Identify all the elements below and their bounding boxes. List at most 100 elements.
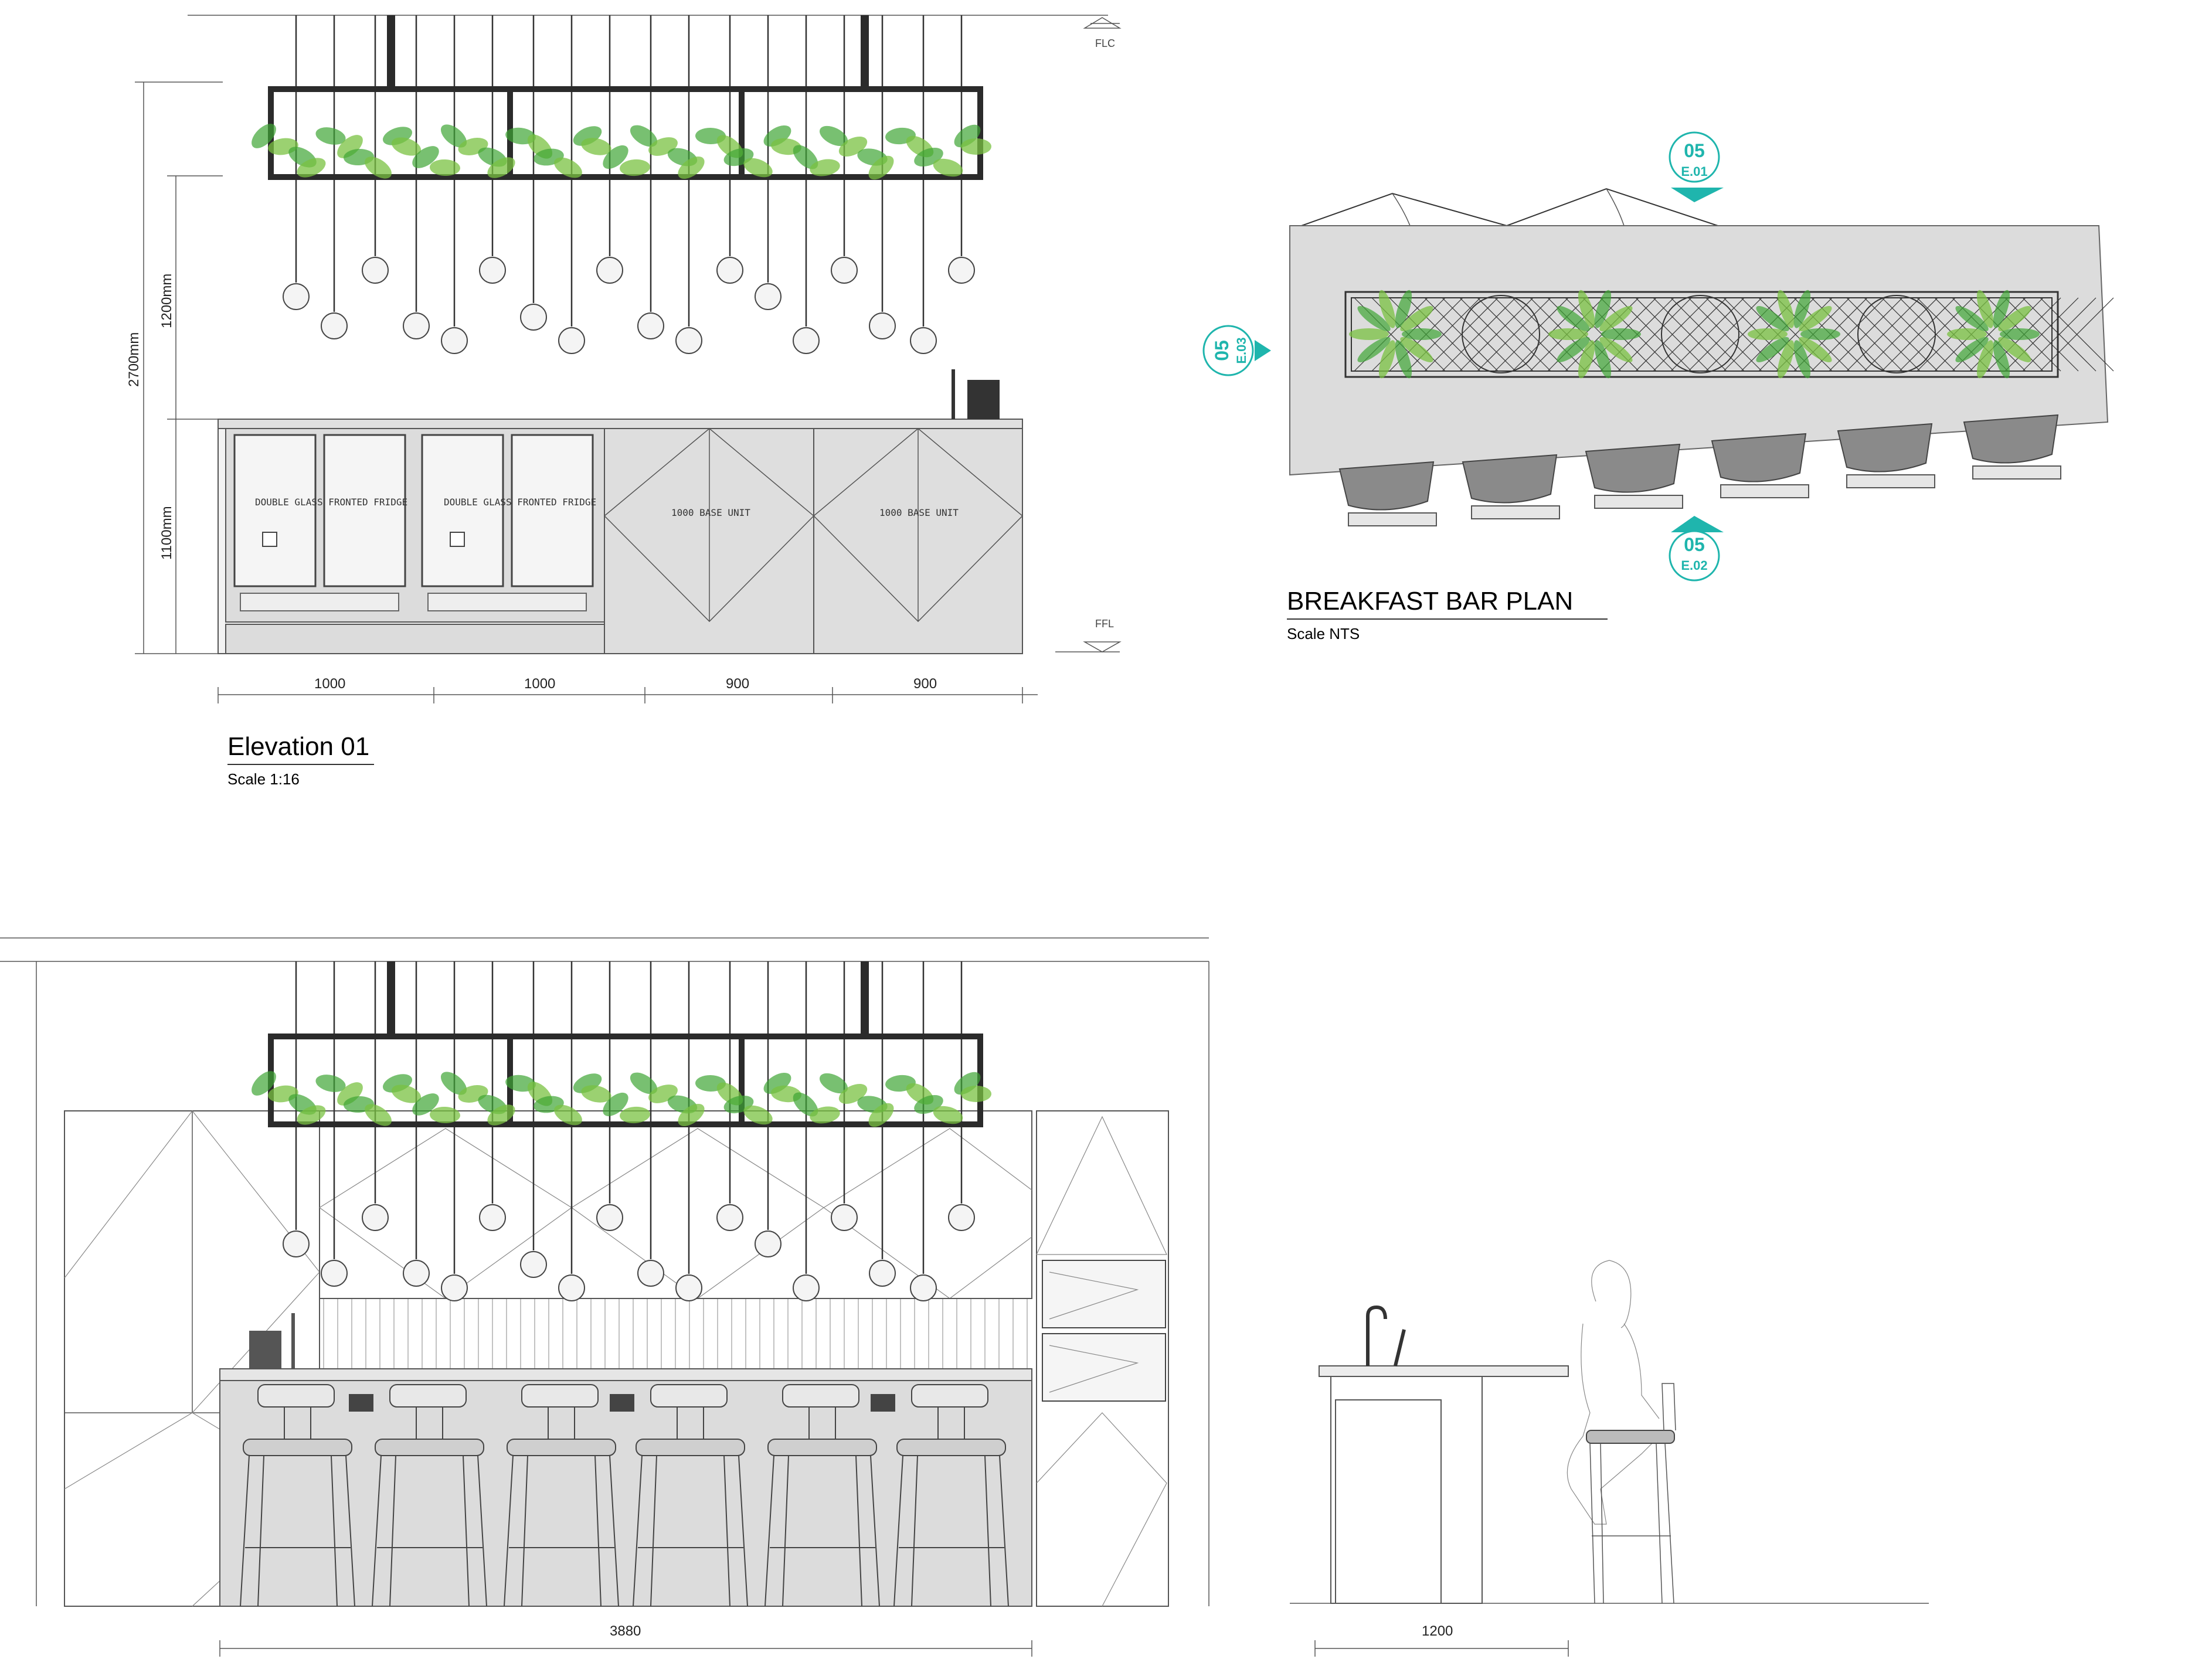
leaf <box>391 137 422 156</box>
leaf <box>620 159 650 176</box>
dim-2700: 2700mm <box>126 332 142 387</box>
bar-stool <box>504 1384 619 1607</box>
section-tag-bottom: 05 E.02 <box>1669 516 1724 582</box>
pendant-bulb <box>283 283 310 310</box>
pendant-bulb <box>948 257 975 284</box>
base-unit-1: 1000 BASE UNIT <box>603 428 815 654</box>
leaf <box>365 157 392 179</box>
bar-stool <box>764 1384 880 1607</box>
leaf <box>810 159 840 176</box>
pendant-bulb <box>520 1251 547 1278</box>
leaf <box>1400 305 1433 332</box>
bar-stool <box>893 1384 1009 1607</box>
pendant-bulb <box>403 1260 430 1287</box>
side-stool <box>1586 1383 1676 1604</box>
pendant-bulb <box>948 1204 975 1231</box>
leaf <box>1548 328 1588 340</box>
oven-upper <box>1042 1260 1166 1328</box>
leaf <box>743 158 773 178</box>
kitchen-unit: DOUBLE GLASS FRONTED FRIDGE DOUBLE GLASS… <box>218 369 1024 654</box>
plan-foliage <box>1349 290 2040 379</box>
leaf <box>961 138 991 155</box>
leaf <box>961 1086 991 1102</box>
leaf <box>315 127 346 145</box>
pendant-bulb <box>831 257 858 284</box>
leaf <box>554 157 582 178</box>
tag-top-ref: E.01 <box>1681 164 1707 179</box>
leaf <box>1594 340 1612 379</box>
horizontal-dimensions: 1000 1000 900 900 <box>218 676 1038 703</box>
plan-stool <box>1338 461 1437 526</box>
leaf <box>793 145 818 169</box>
leaf <box>793 1092 818 1117</box>
plan-stool <box>1963 414 2061 480</box>
dim-width-3: 900 <box>726 676 749 692</box>
leaf <box>1578 290 1595 328</box>
leaf <box>1599 336 1633 363</box>
leaf <box>954 1072 981 1095</box>
dim-width-1: 1000 <box>314 676 345 692</box>
tag-top-number: 05 <box>1684 140 1705 161</box>
coffee-machine <box>967 380 1000 419</box>
leaf <box>440 124 467 148</box>
fridge-label-right: DOUBLE GLASS FRONTED FRIDGE <box>444 497 596 508</box>
dim-1200-width: 1200 <box>1422 1623 1453 1639</box>
leaf <box>1955 305 1989 332</box>
plan-stool <box>1462 454 1560 519</box>
plan-stool <box>1585 443 1683 509</box>
pendant-bulb <box>831 1204 858 1231</box>
leaf <box>868 1103 894 1127</box>
leaf <box>365 1104 392 1126</box>
leaf <box>1578 340 1595 379</box>
leaf <box>1557 336 1590 363</box>
pendant-bulb <box>479 257 506 284</box>
leaf <box>678 156 705 179</box>
plan-title: BREAKFAST BAR PLAN <box>1287 587 1573 616</box>
planter-foliage <box>252 124 991 180</box>
leaf <box>581 1085 611 1103</box>
leaf <box>678 1103 705 1127</box>
coffee-machine-2 <box>249 1331 281 1369</box>
pendant-bulb <box>675 1274 702 1301</box>
leaf <box>1400 336 1433 363</box>
elevation-02: 3880 <box>0 937 1209 1657</box>
dim-1100: 1100mm <box>159 506 175 560</box>
bar-stool <box>633 1384 748 1607</box>
pendant-bulb <box>441 327 468 354</box>
leaf <box>630 1072 658 1094</box>
leaf <box>554 1104 582 1126</box>
bar-stools <box>240 1384 1009 1607</box>
leaf <box>412 146 439 168</box>
leaf <box>763 125 791 147</box>
pendant-bulb <box>793 327 820 354</box>
leaf <box>1395 340 1412 379</box>
fridge-left: DOUBLE GLASS FRONTED FRIDGE <box>233 434 407 611</box>
pendant-bulb <box>755 1230 781 1257</box>
seated-figure <box>1567 1260 1660 1525</box>
width-dimension-1200: 1200 <box>1314 1623 1569 1657</box>
plan-stool <box>1711 433 1809 498</box>
fridge-label-left: DOUBLE GLASS FRONTED FRIDGE <box>255 497 407 508</box>
leaf <box>1601 328 1641 340</box>
leaf <box>440 1072 467 1095</box>
leaf <box>819 1073 848 1094</box>
base-unit-2: 1000 BASE UNIT <box>813 428 1024 654</box>
leaf <box>391 1085 422 1103</box>
leaf <box>1756 305 1789 332</box>
width-dimension-3880: 3880 <box>219 1623 1032 1657</box>
pendant-bulb <box>596 257 623 284</box>
leaf <box>1357 305 1391 332</box>
leaf <box>1599 305 1633 332</box>
vertical-dimensions: 2700mm 1200mm 1100mm <box>126 81 223 654</box>
leaf <box>954 124 981 148</box>
tag-left-ref: E.03 <box>1234 337 1249 363</box>
section-tag-top: 05 E.01 <box>1669 131 1724 202</box>
leaf <box>933 158 963 177</box>
leaf <box>1557 305 1590 332</box>
leaf <box>1976 290 1994 328</box>
pendant-bulb <box>362 1204 389 1231</box>
bar-stool <box>372 1384 487 1607</box>
leaf <box>1793 340 1811 379</box>
pendant-bulb <box>362 257 389 284</box>
pendant-bulb <box>321 312 348 339</box>
